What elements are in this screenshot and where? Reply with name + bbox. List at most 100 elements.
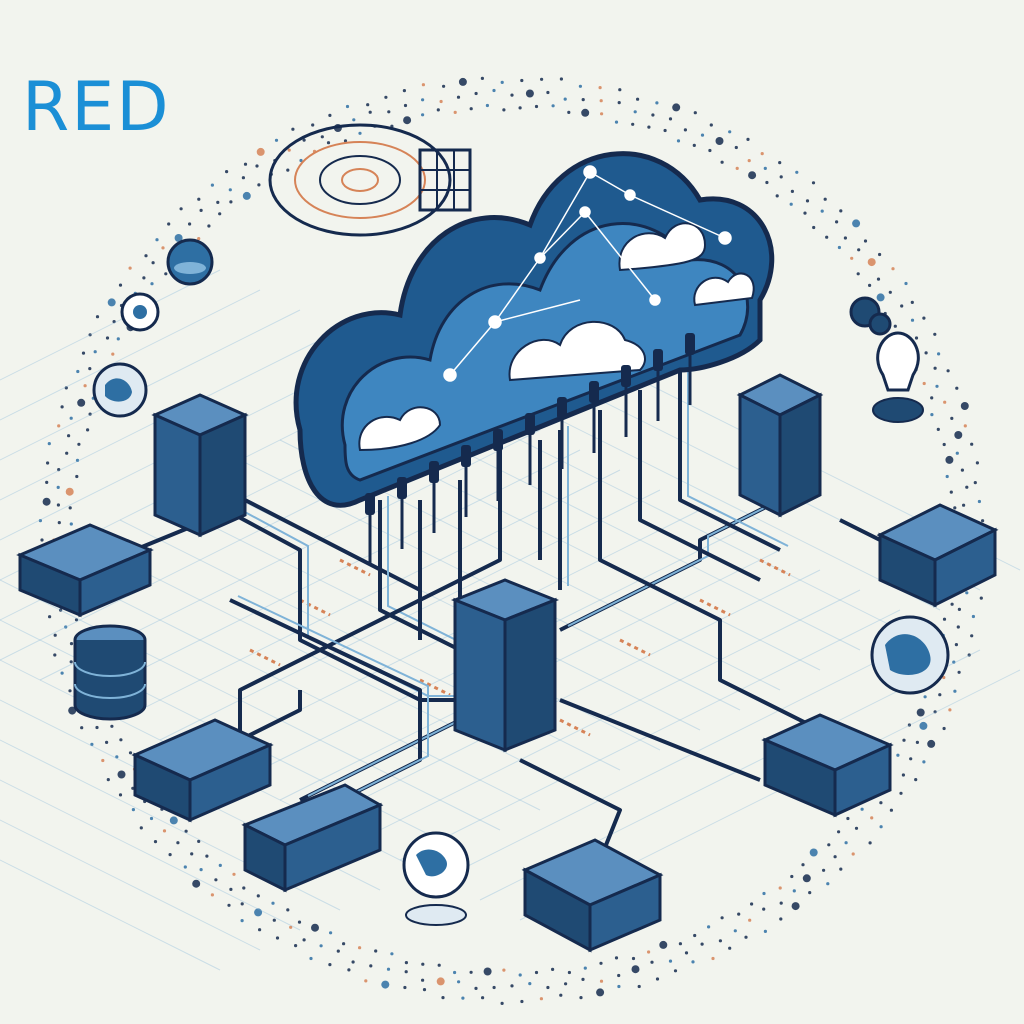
decor-dot (700, 133, 705, 137)
decor-dot (421, 113, 425, 117)
network-cable (678, 370, 781, 552)
decor-dot (311, 923, 319, 932)
decor-dot (957, 607, 962, 612)
decor-dot (210, 183, 214, 187)
decor-dot (651, 113, 655, 117)
grid-line (0, 289, 261, 421)
decor-dot (95, 725, 99, 730)
decor-dot (241, 176, 245, 180)
camera-icon (120, 292, 160, 332)
decor-dot (286, 168, 290, 172)
decor-dot (692, 143, 696, 147)
decor-dot (539, 997, 544, 1001)
network-cable (598, 410, 821, 732)
decor-dot (963, 424, 967, 428)
decor-dot (942, 726, 946, 731)
decor-dot (950, 416, 954, 420)
circuit-trace (759, 558, 791, 577)
decor-dot (733, 929, 737, 933)
decor-dot (534, 970, 539, 975)
cloud-connector (685, 333, 695, 355)
decor-dot (914, 778, 918, 782)
decor-dot (518, 973, 522, 977)
decor-dot (945, 455, 954, 464)
decor-dot (581, 977, 585, 982)
decor-dot (691, 960, 695, 964)
decor-dot (68, 689, 72, 693)
decor-dot (879, 825, 883, 829)
decor-dot (663, 128, 667, 133)
decor-dot (57, 521, 61, 525)
decor-dot (77, 442, 81, 446)
decor-dot (48, 615, 52, 619)
decor-dot (802, 874, 811, 883)
decor-dot (930, 396, 934, 400)
decor-dot (823, 197, 827, 201)
decor-dot (579, 996, 583, 1000)
decor-dot (485, 103, 489, 108)
decor-dot (436, 977, 445, 986)
decor-dot (942, 442, 946, 447)
decor-dot (857, 248, 861, 252)
decor-dot (953, 506, 957, 510)
decor-dot (763, 929, 768, 934)
decor-dot (631, 122, 635, 126)
decor-dot (287, 148, 291, 152)
decor-dot (149, 816, 154, 821)
network-cable (378, 500, 471, 657)
decor-dot (551, 104, 555, 108)
decor-dot (144, 254, 148, 258)
decor-dot (197, 839, 201, 844)
decor-dot (893, 324, 897, 328)
decor-dot (811, 181, 816, 185)
decor-dot (386, 967, 391, 971)
decor-dot (960, 402, 969, 410)
decor-dot (803, 211, 807, 215)
decor-dot (779, 917, 783, 921)
decor-dot (184, 829, 188, 833)
decor-dot (256, 894, 260, 898)
decor-dot (975, 461, 980, 465)
decor-dot (952, 660, 956, 664)
decor-dot (118, 283, 123, 287)
decor-dot (910, 318, 915, 322)
decor-dot (844, 841, 848, 845)
decor-dot (115, 755, 119, 759)
decor-dot (748, 171, 757, 180)
decor-dot (500, 80, 504, 84)
decor-dot (922, 316, 926, 320)
decor-dot (242, 886, 246, 890)
decor-dot (404, 961, 408, 965)
decor-dot (546, 90, 550, 95)
decor-dot (650, 960, 654, 964)
decor-dot (421, 962, 425, 966)
decor-dot (192, 879, 201, 888)
decor-dot (403, 985, 407, 990)
decor-dot (647, 125, 651, 129)
cloud-connector (493, 429, 503, 451)
decor-dot (614, 956, 619, 960)
decor-dot (257, 183, 261, 187)
decor-dot (933, 710, 937, 714)
decor-dot (272, 918, 276, 922)
decor-dot (765, 180, 769, 185)
decor-dot (502, 108, 506, 112)
decor-dot (64, 386, 68, 390)
grid-line (79, 539, 581, 791)
decor-dot (402, 89, 406, 93)
decor-dot (216, 200, 220, 204)
network-cable (244, 498, 422, 600)
decor-dot (693, 111, 697, 115)
decor-dot (453, 970, 457, 975)
decor-dot (581, 98, 585, 102)
decor-dot (979, 596, 983, 600)
decor-dot (421, 98, 425, 102)
decor-dot (901, 773, 906, 777)
decor-dot (46, 461, 50, 465)
overlay-label: RED (22, 68, 171, 147)
decor-dot (954, 643, 959, 647)
decor-dot (64, 625, 68, 629)
decor-dot (57, 468, 61, 472)
decor-dot (617, 101, 621, 105)
decor-dot (456, 95, 461, 99)
